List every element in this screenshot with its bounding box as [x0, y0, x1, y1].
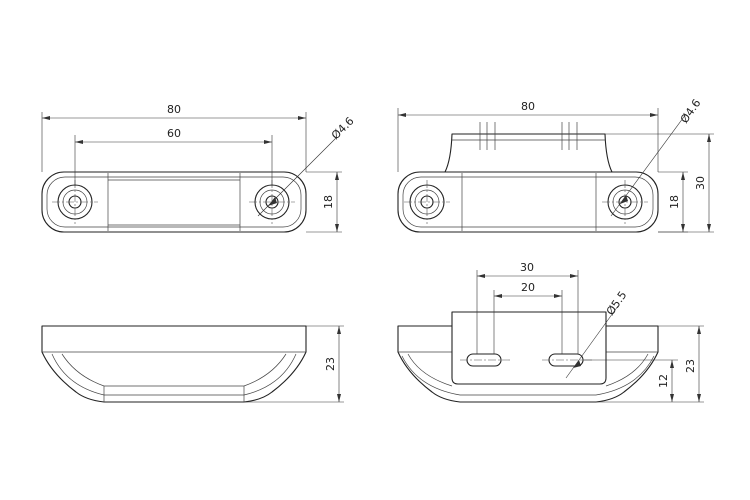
- dim-label-slot-inner: 20: [521, 281, 535, 294]
- dim-label-hole-spacing: 60: [167, 127, 181, 140]
- dim-label-overall-length: 80: [167, 103, 181, 116]
- dim-label-depth: 30: [694, 176, 707, 190]
- dim-label-hole-diameter: Ø4.6: [329, 114, 357, 142]
- inner-curve: [61, 353, 287, 387]
- dim-hole-diameter: Ø4.6: [257, 114, 357, 217]
- front-outline: [397, 311, 659, 403]
- view-top-right: 80 Ø4.6 18 30: [397, 97, 714, 233]
- dim-label-hole-diameter: Ø4.6: [678, 97, 704, 126]
- dim-label-overall-length: 80: [521, 100, 535, 113]
- base-inner-outline: [46, 176, 302, 228]
- dim-slot-inner: 20: [493, 281, 563, 354]
- dim-overall-length: 80: [41, 103, 307, 172]
- slot-left: [460, 353, 512, 367]
- inner-curve-2: [51, 353, 297, 396]
- right-hole: [602, 180, 648, 224]
- inner-curve-2: [605, 353, 649, 387]
- boss-hidden-lines: [479, 122, 578, 150]
- side-outline: [41, 325, 307, 403]
- dim-overall-length: 80: [397, 100, 659, 172]
- inner-curve: [407, 353, 453, 387]
- dim-width: 18: [306, 171, 342, 233]
- dim-height: 23: [244, 325, 344, 403]
- view-bottom-left: 23: [41, 325, 344, 403]
- base-inner-outline: [402, 176, 654, 228]
- dim-depth: 30: [605, 133, 714, 233]
- dim-label-slot-height: 12: [657, 374, 670, 388]
- left-hole: [52, 180, 98, 224]
- dim-height: 23: [596, 325, 704, 403]
- base-outline: [41, 171, 307, 233]
- mounting-plate: [451, 325, 607, 385]
- dim-hole-spacing: 60: [74, 127, 273, 186]
- dim-slot-width: Ø5.5: [565, 289, 630, 379]
- dim-label-width: 18: [322, 195, 335, 209]
- dim-label-height: 23: [324, 357, 337, 371]
- dim-label-height: 23: [684, 359, 697, 373]
- dim-label-slot-outer: 30: [520, 261, 534, 274]
- dim-slot-outer: 30: [476, 261, 579, 354]
- base-outline: [397, 171, 659, 233]
- left-hole: [404, 180, 450, 224]
- dim-label-slot-width: Ø5.5: [604, 289, 630, 318]
- dim-slot-height: 12: [583, 359, 678, 402]
- dim-width: 18: [658, 171, 688, 233]
- view-top-left: 80 60 Ø4.6 18: [41, 103, 357, 233]
- view-bottom-right: 30 20 Ø5.5 23: [397, 261, 704, 403]
- dim-label-width: 18: [668, 195, 681, 209]
